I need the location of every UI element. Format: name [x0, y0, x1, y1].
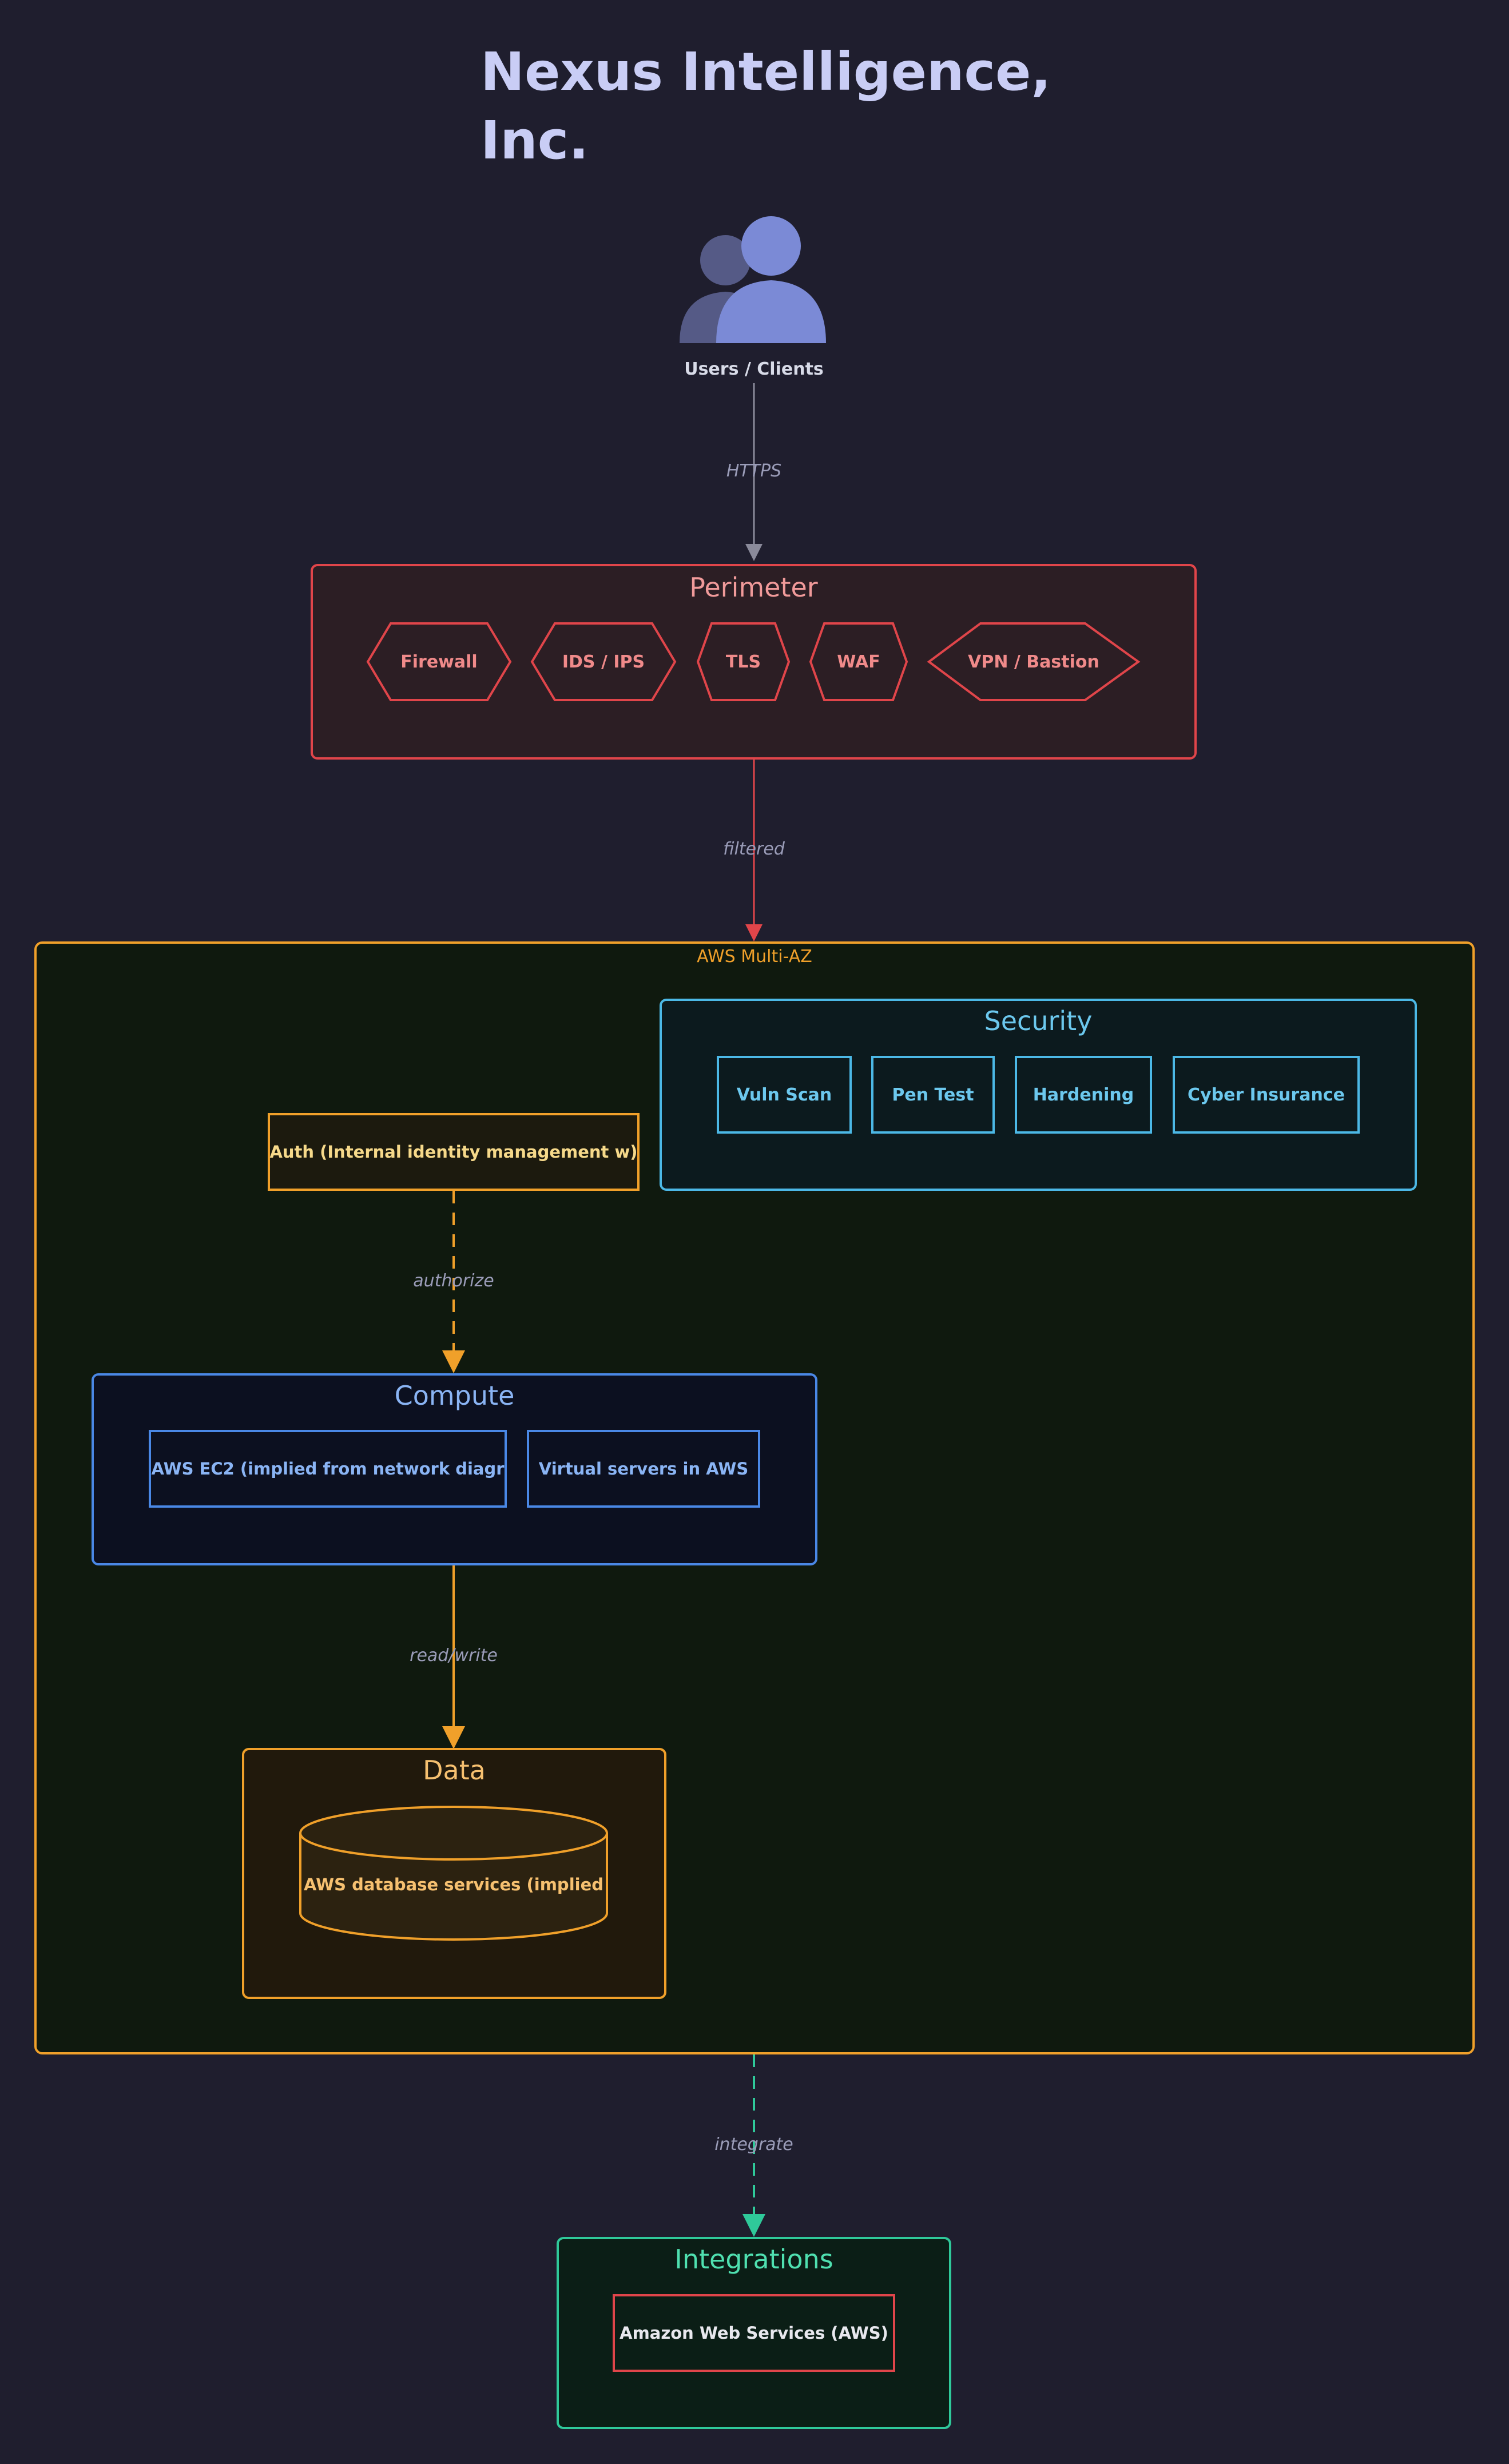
tls-hexagon: [696, 622, 791, 701]
edge-label-https: HTTPS: [726, 461, 782, 481]
data-title: Data: [423, 1755, 486, 1786]
aws-multi-az-label: AWS Multi-AZ: [697, 947, 812, 967]
auth-box: [268, 1113, 640, 1191]
page-title: Nexus Intelligence, Inc.: [481, 38, 1110, 174]
edge-label-integrate: integrate: [714, 2135, 793, 2155]
compute-item-virtual-servers: Virtual servers in AWS: [538, 1459, 749, 1479]
title-line-2: Inc.: [481, 109, 589, 171]
perimeter-item-waf: WAF: [837, 651, 880, 672]
database-cylinder: [299, 1806, 608, 1941]
aws-integration-box: [613, 2294, 895, 2372]
waf-hexagon: [809, 622, 908, 701]
data-title-wrap: Data: [243, 1755, 665, 1795]
perimeter-item-firewall: Firewall: [400, 651, 478, 672]
users-icon: [680, 216, 826, 343]
hardening-box: [1015, 1056, 1152, 1134]
edge-label-readwrite: read/write: [410, 1646, 498, 1666]
database-label: AWS database services (implied: [304, 1875, 603, 1894]
title-line-1: Nexus Intelligence,: [481, 41, 1051, 102]
security-item-pen-test: Pen Test: [892, 1084, 974, 1105]
aws-ec2-box: [149, 1430, 507, 1508]
security-title-wrap: Security: [661, 1006, 1416, 1046]
integrations-title: Integrations: [674, 2244, 833, 2275]
integrations-title-wrap: Integrations: [558, 2244, 950, 2284]
edge-label-filtered: filtered: [723, 839, 785, 859]
cyber-insurance-box: [1173, 1056, 1360, 1134]
security-item-cyber-insurance: Cyber Insurance: [1188, 1084, 1345, 1105]
compute-title-wrap: Compute: [93, 1380, 816, 1420]
perimeter-item-vpn-bastion: VPN / Bastion: [968, 651, 1099, 672]
perimeter-hexagons: [366, 622, 1141, 701]
vuln-scan-box: [717, 1056, 852, 1134]
perimeter-item-tls: TLS: [725, 651, 761, 672]
integration-item-aws: Amazon Web Services (AWS): [620, 2323, 888, 2343]
compute-title: Compute: [394, 1380, 515, 1411]
virtual-servers-box: [527, 1430, 760, 1508]
vpn-bastion-hexagon: [927, 622, 1141, 701]
pen-test-box: [871, 1056, 995, 1134]
compute-item-aws-ec2: AWS EC2 (implied from network diagr: [151, 1459, 505, 1479]
users-label: Users / Clients: [684, 359, 824, 379]
security-item-vuln-scan: Vuln Scan: [736, 1084, 832, 1105]
edge-label-authorize: authorize: [413, 1271, 494, 1291]
ids-ips-hexagon: [530, 622, 677, 701]
auth-label: Auth (Internal identity management w): [269, 1142, 638, 1162]
firewall-hexagon: [366, 622, 512, 701]
perimeter-item-ids-ips: IDS / IPS: [562, 651, 645, 672]
perimeter-title-wrap: Perimeter: [312, 572, 1196, 612]
security-title: Security: [984, 1006, 1093, 1036]
perimeter-title: Perimeter: [689, 572, 818, 603]
security-item-hardening: Hardening: [1033, 1084, 1134, 1105]
